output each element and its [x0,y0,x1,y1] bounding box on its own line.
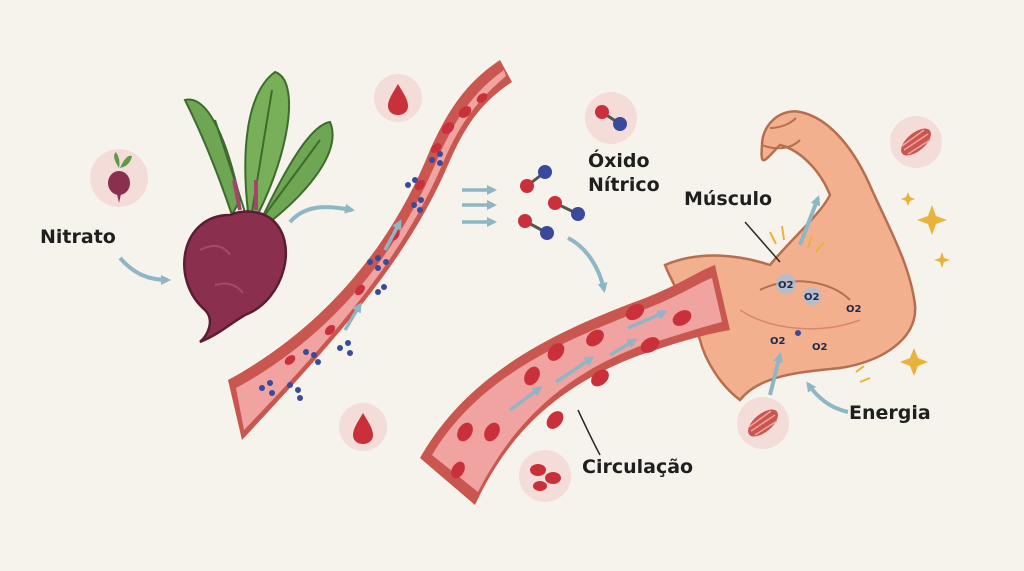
label-nitric-oxide: Óxido Nítrico [588,150,660,198]
label-nitric-oxide-line1: Óxido [588,150,650,172]
muscle-arm-illustration: O2 O2 O2 O2 O2 [663,110,917,402]
sparkle-icon [917,205,947,235]
oxygen-label-3: O2 [846,304,862,315]
blood-vessel-1 [228,60,512,440]
muscle-pointer [744,221,781,263]
oxygen-label-5: O2 [812,342,828,353]
oxygen-label-2: O2 [804,292,820,303]
oxygen-label-4: O2 [770,336,786,347]
sparkle-icon [901,192,915,206]
molecule-icon-badge [585,92,637,144]
blood-vessel-2 [420,265,730,505]
arrow-beet-to-vessel [288,203,355,224]
sparkle-icon [900,348,928,376]
sparkle-icon [934,252,950,268]
label-energy: Energia [849,402,931,424]
label-nitrate: Nitrato [40,226,116,248]
blood-drop-icon-top [374,74,422,122]
arrow-energy [806,381,849,414]
arrow-nitric-oxide-to-vessel [567,236,608,293]
nitric-oxide-molecules [518,165,585,240]
blood-drop-icon-bottom [339,403,387,451]
label-circulation: Circulação [582,456,694,478]
beet-icon-badge [90,149,148,207]
arrow-nitrate-to-beet [118,256,171,285]
muscle-fiber-icon-top [890,116,942,168]
label-muscle: Músculo [684,188,773,210]
red-blood-cells-icon [519,450,571,502]
sparkle-icons [900,192,950,376]
beet-icon [108,152,132,203]
arrow-muscle-up [798,195,821,246]
arrow-muscle-fiber [768,352,784,396]
circulation-pointer [577,409,601,456]
muscle-fiber-icon-bottom [737,397,789,449]
arrows-to-nitric-oxide [462,185,497,227]
beet-illustration [183,70,334,344]
label-nitric-oxide-line2: Nítrico [588,173,660,196]
energy-rays [769,225,871,383]
oxygen-label-1: O2 [778,280,794,291]
